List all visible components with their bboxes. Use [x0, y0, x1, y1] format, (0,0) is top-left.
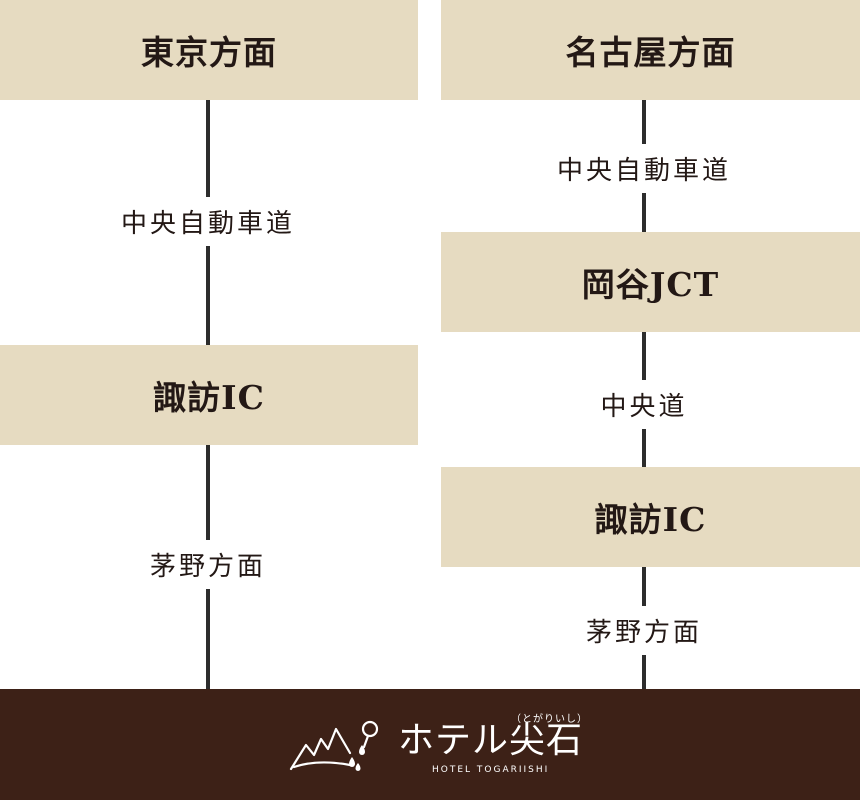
- right-origin-box: 名古屋方面: [441, 0, 860, 100]
- right-road-3-label: 茅野方面: [574, 606, 714, 655]
- right-road-1-label: 中央自動車道: [544, 144, 744, 193]
- right-exit-box: 諏訪IC: [441, 467, 860, 567]
- mountain-logo-icon: [289, 720, 379, 771]
- right-junction-box: 岡谷JCT: [441, 232, 860, 332]
- logo-subtitle: HOTEL TOGARIISHI: [432, 765, 550, 775]
- logo-text: ホテル尖石: [398, 720, 584, 761]
- footer-logo-bar: （とがりいし） ホテル尖石 HOTEL TOGARIISHI: [0, 689, 860, 800]
- right-road-2-label: 中央道: [594, 380, 694, 429]
- left-road-1-label: 中央自動車道: [108, 197, 308, 246]
- left-road-2-label: 茅野方面: [138, 540, 278, 589]
- left-exit-box: 諏訪IC: [0, 345, 418, 445]
- logo-ruby-text: （とがりいし）: [511, 714, 588, 725]
- left-origin-box: 東京方面: [0, 0, 418, 100]
